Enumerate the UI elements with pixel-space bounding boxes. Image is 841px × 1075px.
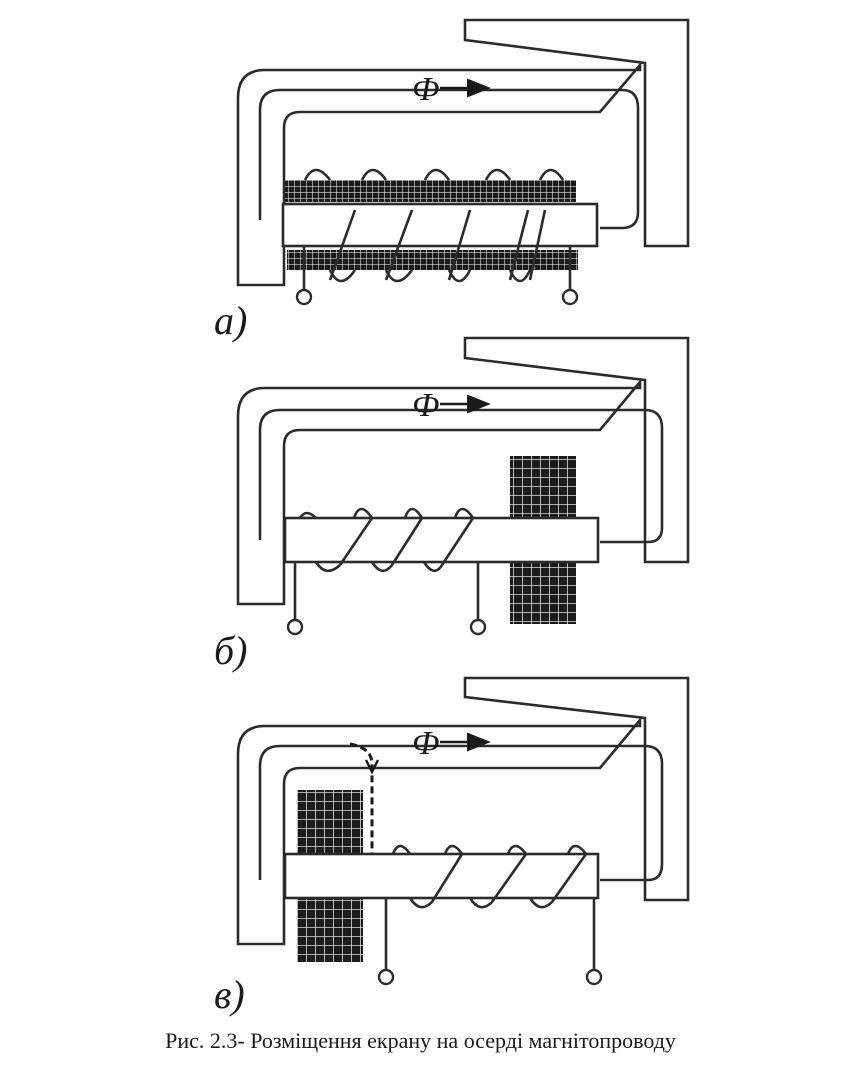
- screen-lower: [297, 898, 363, 962]
- core-bar: [283, 852, 600, 900]
- flux-loop: [258, 408, 664, 544]
- screen-lower: [510, 562, 576, 624]
- terminal-right: [561, 288, 579, 306]
- panel-b: Ф б): [214, 336, 690, 673]
- flux-label: Ф: [412, 387, 439, 424]
- panel-a: Ф а): [214, 18, 690, 343]
- flux-loop: [258, 744, 664, 882]
- terminal-leads: [293, 562, 480, 620]
- figure-caption: Рис. 2.3- Розміщення екрану на осерді ма…: [165, 1028, 676, 1053]
- flux-label: Ф: [412, 71, 439, 108]
- flux-loop: [258, 88, 640, 230]
- core-bar: [281, 202, 599, 248]
- terminal-left: [286, 618, 304, 636]
- screen-lower: [287, 250, 578, 270]
- terminal-left: [377, 968, 395, 986]
- core-bar: [283, 516, 600, 564]
- core-c-shape: [236, 716, 642, 946]
- armature-right-leg: [463, 676, 690, 902]
- armature-right-leg: [463, 336, 690, 564]
- terminal-left: [295, 288, 313, 306]
- coil-winding: [298, 507, 475, 573]
- terminal-right: [469, 618, 487, 636]
- panel-label: в): [214, 972, 245, 1017]
- screen-upper: [297, 790, 363, 854]
- core-c-shape: [236, 61, 642, 287]
- armature-right-leg: [463, 18, 690, 248]
- panel-label: б): [214, 628, 247, 673]
- terminal-leads: [384, 898, 596, 970]
- coil-winding: [303, 168, 565, 283]
- panel-label: а): [214, 298, 247, 343]
- screen-upper: [510, 456, 576, 518]
- terminal-right: [585, 968, 603, 986]
- core-c-shape: [236, 378, 642, 606]
- screen-upper: [285, 180, 576, 202]
- terminal-leads: [302, 246, 572, 290]
- leakage-arrow-head: [364, 759, 380, 775]
- flux-label: Ф: [412, 725, 439, 762]
- coil-winding: [391, 844, 588, 909]
- panel-c: Ф в): [214, 676, 690, 1017]
